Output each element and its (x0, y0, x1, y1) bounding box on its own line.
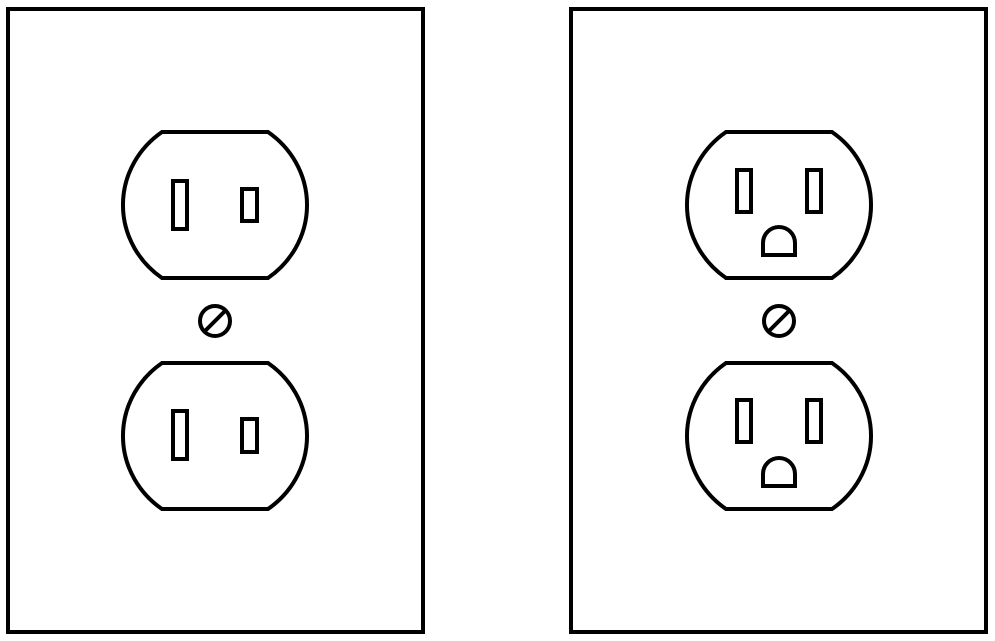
hot-slot (805, 168, 823, 214)
wall-plate (569, 7, 988, 634)
receptacle-top (685, 130, 873, 280)
receptacle-bottom (121, 361, 309, 511)
hot-slot (805, 398, 823, 444)
receptacle-face (121, 361, 309, 511)
outlet-plate-three-prong (569, 7, 988, 634)
wall-plate (6, 7, 425, 634)
receptacle-face (685, 361, 873, 511)
ground-hole (761, 225, 797, 257)
neutral-slot (171, 409, 189, 461)
receptacle-bottom (685, 361, 873, 511)
neutral-slot (735, 168, 753, 214)
receptacle-top (121, 130, 309, 280)
neutral-slot (735, 398, 753, 444)
ground-hole (761, 456, 797, 488)
hot-slot (240, 187, 259, 223)
hot-slot (240, 417, 259, 454)
neutral-slot (171, 179, 189, 231)
center-screw-icon (762, 304, 796, 338)
receptacle-face (121, 130, 309, 280)
outlet-plate-two-prong (6, 7, 425, 634)
receptacle-face (685, 130, 873, 280)
center-screw-icon (198, 304, 232, 338)
